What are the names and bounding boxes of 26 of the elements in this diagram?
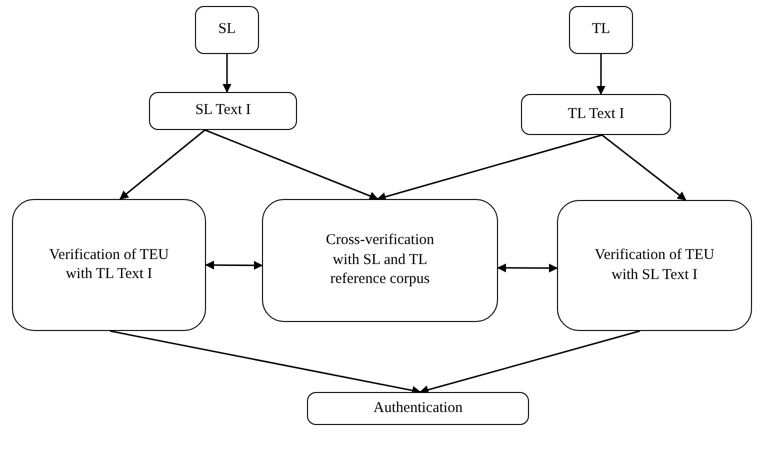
arrow [222,54,232,93]
process-box [521,94,671,135]
arrow [204,129,378,200]
box-label: Cross-verification with SL and TL reference corpus [324,231,436,290]
process-box [149,92,297,130]
arrow [205,260,263,270]
box-label: TL [590,20,612,40]
arrow [119,129,206,200]
box-label: Verification of TEU with TL Text I [48,246,170,284]
process-box [195,6,259,54]
box-label: Authentication [372,398,464,418]
process-box [12,199,206,331]
arrow [596,54,606,95]
arrow [419,330,640,394]
arrow [602,134,686,201]
process-box [307,392,529,425]
box-label: TL Text I [566,104,626,124]
box-label: SL Text I [194,101,252,120]
process-box [557,200,752,331]
arrow [376,134,602,202]
box-label: Verification of TEU with SL Text I [594,246,716,284]
box-label: SL [217,20,237,40]
process-box [262,199,498,322]
process-box [569,6,633,54]
arrow [497,263,558,273]
arrow [110,330,422,395]
